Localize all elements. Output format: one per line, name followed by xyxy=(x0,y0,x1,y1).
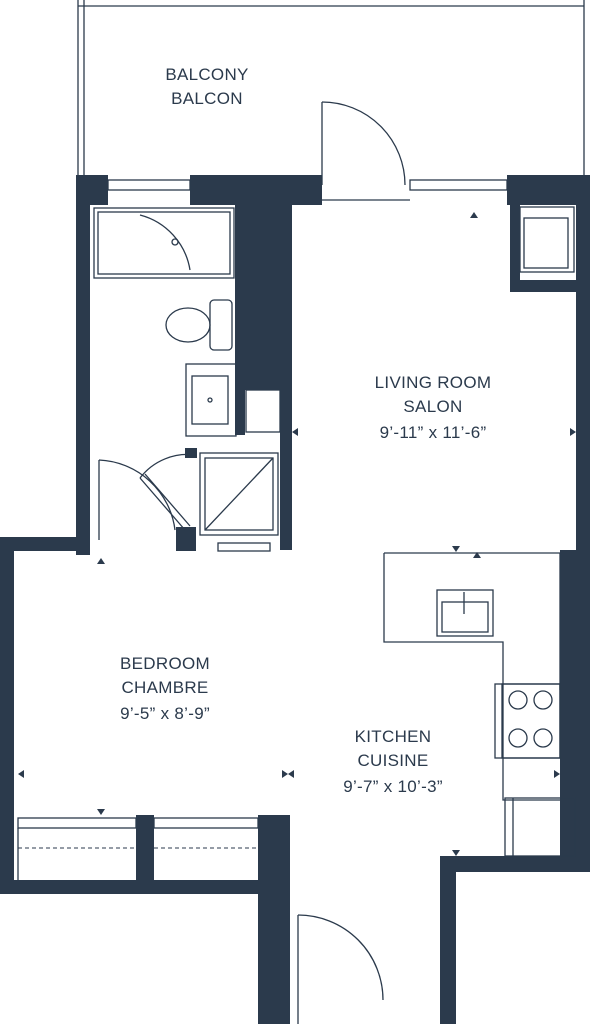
room-dimensions: 9’-5” x 8’-9” xyxy=(120,704,210,723)
bedroom-closet xyxy=(17,828,258,880)
window-bath xyxy=(107,179,191,191)
marker xyxy=(288,770,294,778)
door-swing-icon xyxy=(297,914,384,1024)
kitchen-sink-icon xyxy=(436,589,494,637)
windows xyxy=(17,179,508,829)
wall-entry-right xyxy=(440,856,456,1024)
marker xyxy=(452,546,460,552)
doors xyxy=(98,101,406,1024)
closet-top-right xyxy=(519,206,575,273)
window-bedroom-left xyxy=(17,817,137,829)
room-name-en: BALCONY xyxy=(165,65,248,84)
marker xyxy=(292,428,298,436)
wall-closet-bottom xyxy=(510,280,590,292)
marker xyxy=(473,552,481,558)
marker xyxy=(554,770,560,778)
stove-icon xyxy=(494,683,561,759)
bedroom-label: BEDROOM CHAMBRE 9’-5” x 8’-9” xyxy=(120,654,210,723)
fridge-icon xyxy=(504,797,576,857)
wall-bath-column xyxy=(235,175,292,390)
shower-icon xyxy=(93,207,235,279)
room-name-fr: SALON xyxy=(403,397,462,416)
vanity-sink-icon xyxy=(185,363,237,437)
wall-entry-left xyxy=(258,880,290,1024)
room-dimensions: 9’-11” x 11’-6” xyxy=(380,423,487,442)
wall-bath-stub xyxy=(176,527,196,551)
kitchen-counter xyxy=(383,552,561,801)
kitchen xyxy=(383,552,576,857)
wall-kitchen-bottom xyxy=(440,856,590,872)
marker xyxy=(18,770,24,778)
washer-dryer-icon xyxy=(199,452,279,536)
wall-bath-column-lower xyxy=(235,385,245,435)
door-swing-icon xyxy=(98,459,176,540)
wall-bath-jamb xyxy=(185,448,197,458)
wall-bedroom-left xyxy=(0,537,14,887)
marker xyxy=(570,428,576,436)
marker xyxy=(97,809,105,815)
wall-right-upper xyxy=(576,175,590,555)
storage-cabinet xyxy=(245,389,281,433)
room-name-fr: CUISINE xyxy=(357,751,428,770)
room-name-en: LIVING ROOM xyxy=(375,373,492,392)
window-living xyxy=(409,179,508,191)
wall-vent xyxy=(217,542,271,552)
door-swing-icon xyxy=(139,453,197,531)
balcony-label: BALCONY BALCON xyxy=(165,65,248,108)
wall-closet-divider xyxy=(136,815,154,890)
window-bedroom-right xyxy=(153,817,259,829)
bathroom xyxy=(93,207,281,552)
living-room-label: LIVING ROOM SALON 9’-11” x 11’-6” xyxy=(375,373,492,442)
marker xyxy=(470,212,478,218)
marker xyxy=(97,558,105,564)
dimension-markers xyxy=(18,212,576,856)
wall-living-left xyxy=(280,385,292,550)
marker xyxy=(452,850,460,856)
room-name-fr: BALCON xyxy=(171,89,243,108)
room-name-en: KITCHEN xyxy=(355,727,432,746)
kitchen-label: KITCHEN CUISINE 9’-7” x 10’-3” xyxy=(343,727,443,796)
room-name-fr: CHAMBRE xyxy=(121,678,208,697)
wall-closet-left xyxy=(510,205,520,290)
toilet-icon xyxy=(165,299,233,351)
walls xyxy=(0,175,590,1024)
wall-bedroom-top xyxy=(0,537,90,551)
door-swing-icon xyxy=(321,101,406,186)
wall-bath-left xyxy=(76,175,90,555)
room-dimensions: 9’-7” x 10’-3” xyxy=(343,777,443,796)
room-name-en: BEDROOM xyxy=(120,654,210,673)
marker xyxy=(282,770,288,778)
balcony-area xyxy=(77,0,585,175)
wall-bedroom-bottom xyxy=(0,880,290,894)
